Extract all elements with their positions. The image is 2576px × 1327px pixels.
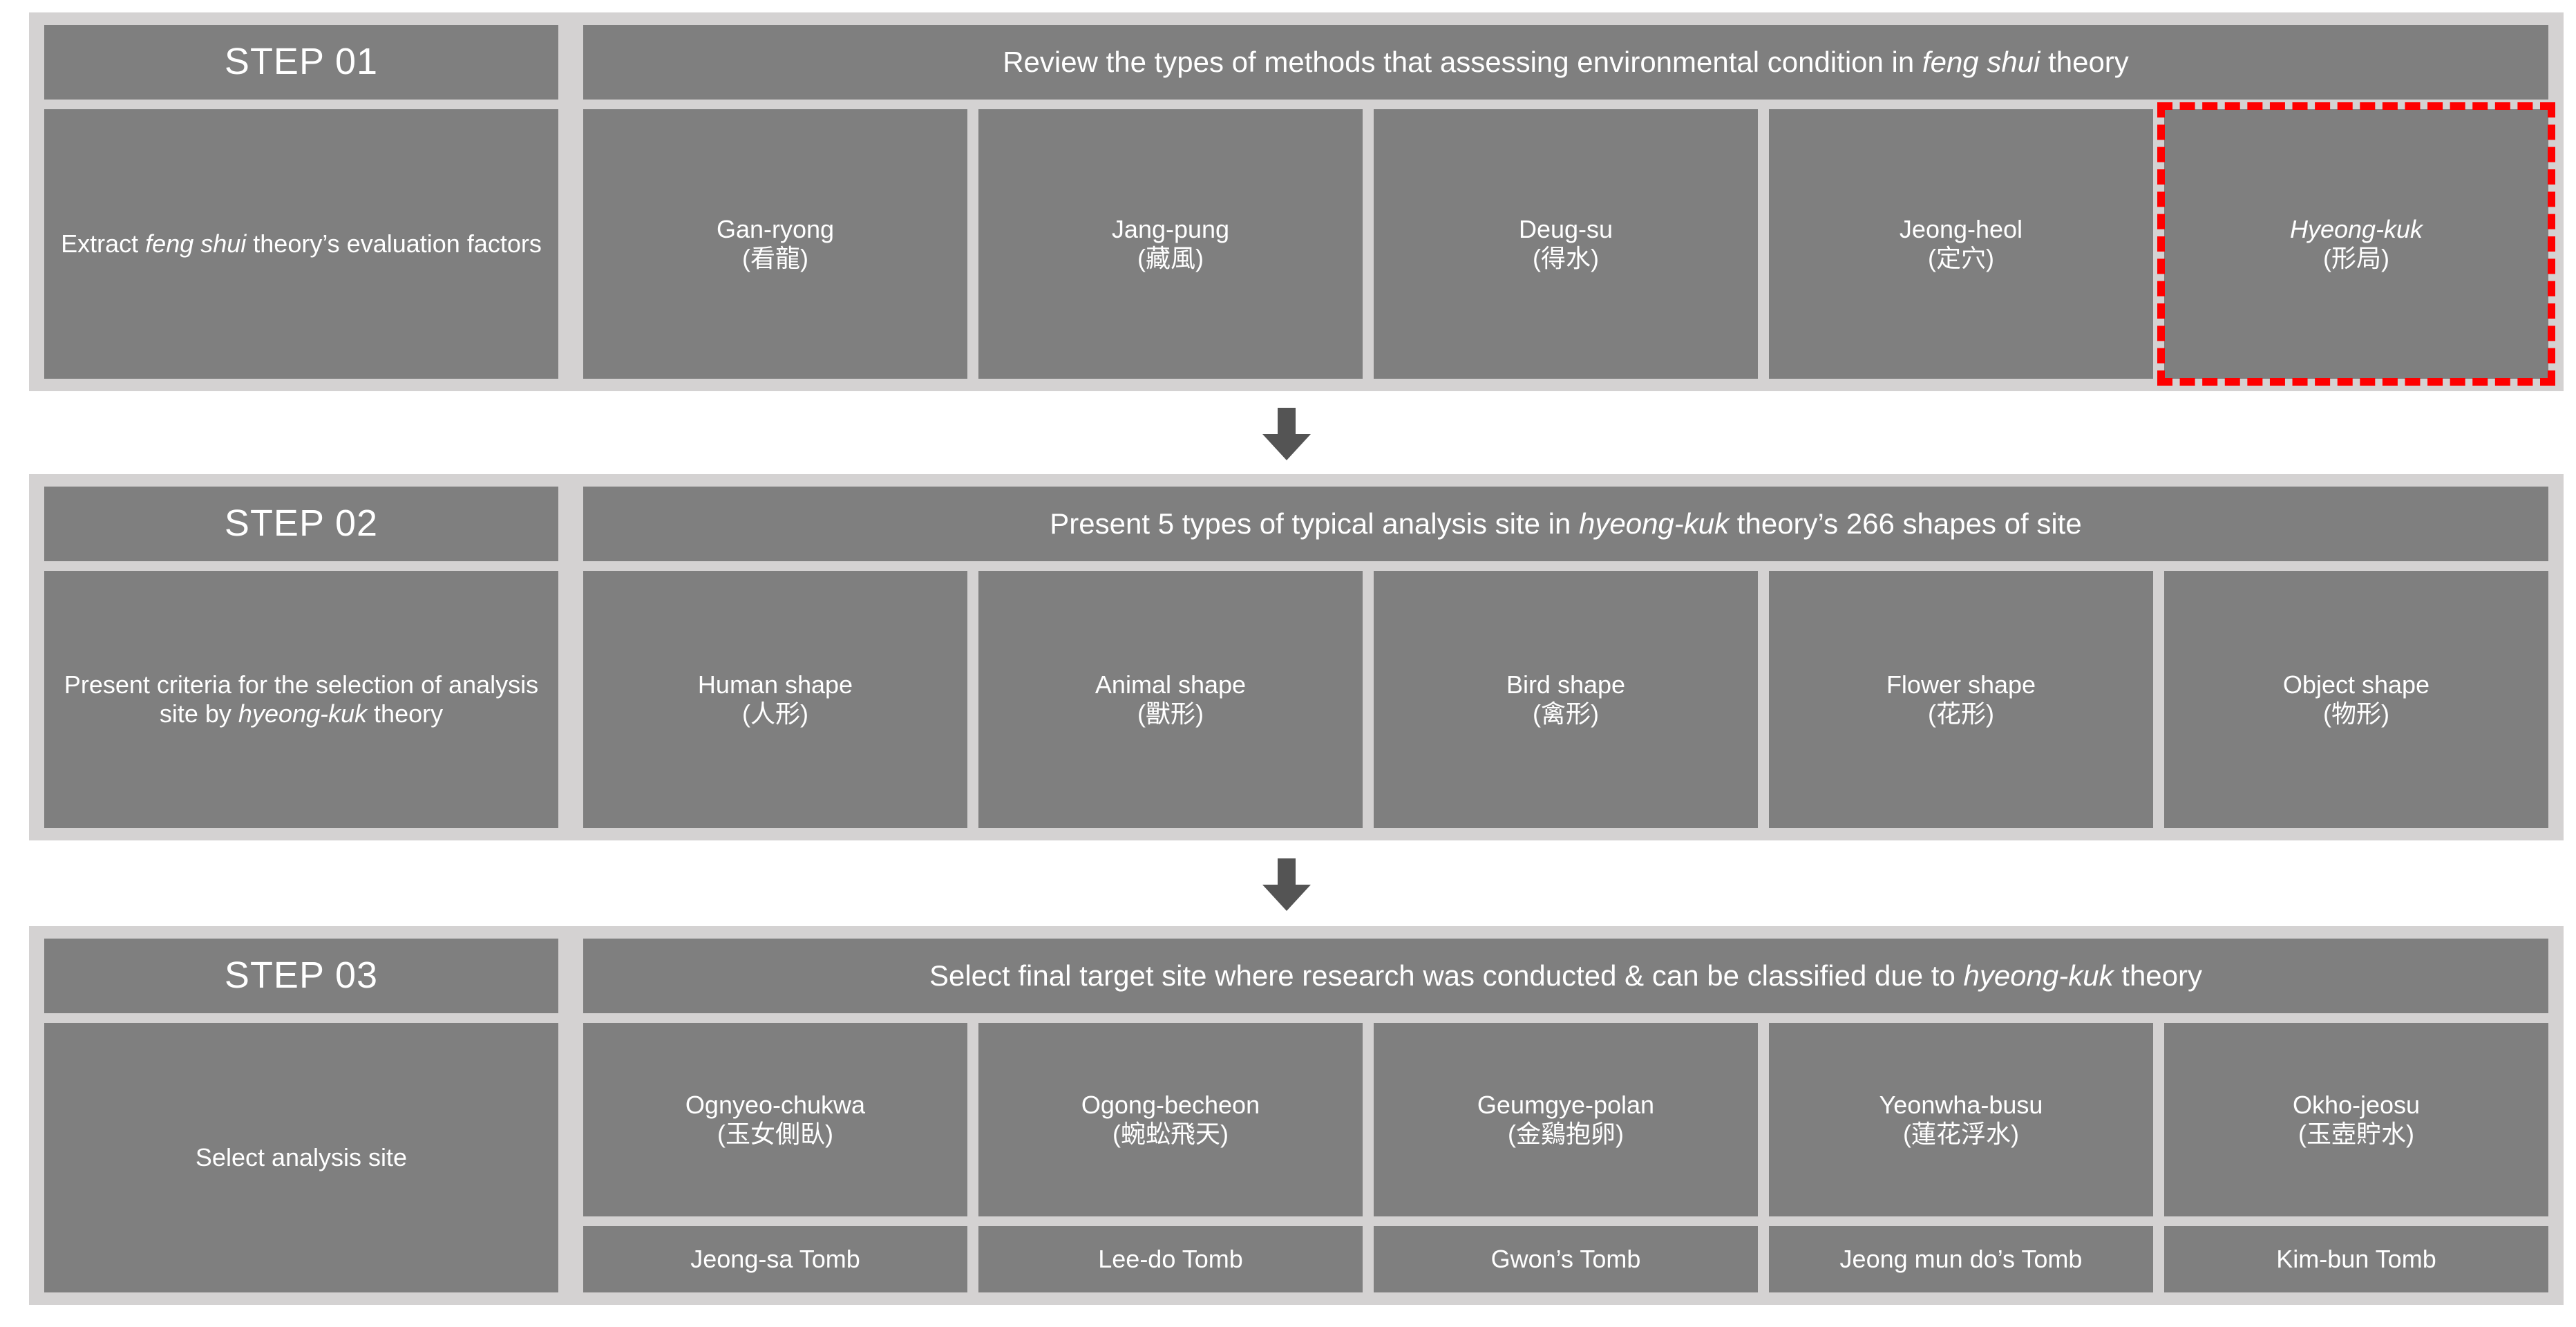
- item-hanja: (定穴): [1928, 244, 1994, 272]
- item-hanja: (獸形): [1137, 699, 1204, 728]
- step-03-tomb-jeong-mun-do[interactable]: Jeong mun do’s Tomb: [1769, 1226, 2153, 1292]
- arrow-down-icon-step2-to-step3: [1260, 858, 1314, 911]
- item-hanja: (人形): [742, 699, 808, 728]
- item-hanja: (形局): [2323, 244, 2389, 272]
- item-name: Animal shape: [1095, 670, 1247, 699]
- item-hanja: (金鷄抱卵): [1508, 1120, 1624, 1148]
- step-03-site-geumgye-polan[interactable]: Geumgye-polan (金鷄抱卵): [1374, 1023, 1758, 1216]
- item-name: Flower shape: [1886, 670, 2036, 699]
- step-03-tomb-kim-bun[interactable]: Kim-bun Tomb: [2164, 1226, 2548, 1292]
- step-01-item-hyeong-kuk-highlighted[interactable]: Hyeong-kuk (形局): [2157, 102, 2555, 386]
- step-03-tomb-jeong-sa[interactable]: Jeong-sa Tomb: [583, 1226, 967, 1292]
- step-03-site-ognyeo-chukwa[interactable]: Ognyeo-chukwa (玉女側臥): [583, 1023, 967, 1216]
- step-panel-01: STEP 01 Extract feng shui theory’s evalu…: [29, 12, 2564, 391]
- item-name: Bird shape: [1506, 670, 1626, 699]
- step-02-description: Present 5 types of typical analysis site…: [583, 487, 2548, 561]
- step-02-item-animal-shape[interactable]: Animal shape (獸形): [978, 571, 1363, 828]
- item-name: Object shape: [2282, 670, 2430, 699]
- item-name: Hyeong-kuk: [2289, 214, 2423, 243]
- arrow-down-icon-step1-to-step2: [1260, 408, 1314, 460]
- step-02-left-body-post: theory: [367, 699, 444, 728]
- step-03-site-okho-jeosu[interactable]: Okho-jeosu (玉壺貯水): [2164, 1023, 2548, 1216]
- step-01-description-emphasis: feng shui: [1922, 46, 2040, 79]
- step-02-left-body-pre: Present criteria for the selection of an…: [64, 670, 539, 728]
- step-02-right-column: Present 5 types of typical analysis site…: [583, 487, 2548, 828]
- step-02-description-emphasis: hyeong-kuk: [1579, 507, 1730, 540]
- step-01-left-body: Extract feng shui theory’s evaluation fa…: [44, 109, 558, 379]
- step-01-label: STEP 01: [44, 25, 558, 100]
- step-02-left-column: STEP 02 Present criteria for the selecti…: [44, 487, 558, 828]
- item-name: Human shape: [697, 670, 853, 699]
- step-02-item-row: Human shape (人形) Animal shape (獸形) Bird …: [583, 571, 2548, 828]
- step-03-column-ogong-becheon: Ogong-becheon (蜿蚣飛天) Lee-do Tomb: [978, 1023, 1363, 1292]
- step-03-site-ogong-becheon[interactable]: Ogong-becheon (蜿蚣飛天): [978, 1023, 1363, 1216]
- step-03-column-okho-jeosu: Okho-jeosu (玉壺貯水) Kim-bun Tomb: [2164, 1023, 2548, 1292]
- step-03-column-yeonwha-busu: Yeonwha-busu (蓮花浮水) Jeong mun do’s Tomb: [1769, 1023, 2153, 1292]
- panel-grid: STEP 03 Select analysis site Select fina…: [44, 939, 2548, 1292]
- step-02-item-object-shape[interactable]: Object shape (物形): [2164, 571, 2548, 828]
- step-03-tomb-gwon[interactable]: Gwon’s Tomb: [1374, 1226, 1758, 1292]
- step-02-label: STEP 02: [44, 487, 558, 561]
- step-03-site-yeonwha-busu[interactable]: Yeonwha-busu (蓮花浮水): [1769, 1023, 2153, 1216]
- step-03-left-body: Select analysis site: [44, 1023, 558, 1292]
- step-01-description-pre: Review the types of methods that assessi…: [1003, 46, 1922, 79]
- item-name: Gan-ryong: [716, 214, 835, 243]
- item-name: Ognyeo-chukwa: [685, 1090, 866, 1119]
- item-name: Yeonwha-busu: [1879, 1090, 2043, 1119]
- step-02-item-bird-shape[interactable]: Bird shape (禽形): [1374, 571, 1758, 828]
- item-name: Geumgye-polan: [1477, 1090, 1655, 1119]
- step-01-description-post: theory: [2040, 46, 2129, 79]
- step-01-description: Review the types of methods that assessi…: [583, 25, 2548, 100]
- step-03-left-body-pre: Select analysis site: [195, 1142, 408, 1171]
- step-02-left-body: Present criteria for the selection of an…: [44, 571, 558, 828]
- item-hanja: (藏風): [1137, 244, 1204, 272]
- step-03-description-pre: Select final target site where research …: [929, 959, 1964, 992]
- panel-grid: STEP 02 Present criteria for the selecti…: [44, 487, 2548, 828]
- step-01-left-body-post: theory’s evaluation factors: [246, 229, 542, 258]
- step-01-left-body-pre: Extract: [61, 229, 146, 258]
- step-03-description-emphasis: hyeong-kuk: [1963, 959, 2114, 992]
- step-01-item-gan-ryong[interactable]: Gan-ryong (看龍): [583, 109, 967, 379]
- step-03-description: Select final target site where research …: [583, 939, 2548, 1013]
- step-03-tomb-lee-do[interactable]: Lee-do Tomb: [978, 1226, 1363, 1292]
- step-03-description-post: theory: [2113, 959, 2203, 992]
- step-03-column-geumgye-polan: Geumgye-polan (金鷄抱卵) Gwon’s Tomb: [1374, 1023, 1758, 1292]
- step-01-item-jang-pung[interactable]: Jang-pung (藏風): [978, 109, 1363, 379]
- item-hanja: (物形): [2323, 699, 2389, 728]
- step-01-right-column: Review the types of methods that assessi…: [583, 25, 2555, 386]
- step-01-left-column: STEP 01 Extract feng shui theory’s evalu…: [44, 25, 558, 379]
- step-03-column-ognyeo-chukwa: Ognyeo-chukwa (玉女側臥) Jeong-sa Tomb: [583, 1023, 967, 1292]
- step-01-item-jeong-heol[interactable]: Jeong-heol (定穴): [1769, 109, 2153, 379]
- step-panel-02: STEP 02 Present criteria for the selecti…: [29, 474, 2564, 840]
- item-hanja: (玉壺貯水): [2298, 1120, 2414, 1148]
- item-name: Jang-pung: [1111, 214, 1230, 243]
- item-hanja: (花形): [1928, 699, 1994, 728]
- step-02-item-flower-shape[interactable]: Flower shape (花形): [1769, 571, 2153, 828]
- item-hanja: (玉女側臥): [717, 1120, 833, 1148]
- step-01-item-deug-su[interactable]: Deug-su (得水): [1374, 109, 1758, 379]
- item-name: Ogong-becheon: [1081, 1090, 1260, 1119]
- item-name: Jeong-heol: [1899, 214, 2023, 243]
- step-02-item-human-shape[interactable]: Human shape (人形): [583, 571, 967, 828]
- item-hanja: (禽形): [1533, 699, 1599, 728]
- item-name: Okho-jeosu: [2292, 1090, 2421, 1119]
- item-hanja: (看龍): [742, 244, 808, 272]
- item-hanja: (蜿蚣飛天): [1112, 1120, 1229, 1148]
- item-name: Deug-su: [1518, 214, 1613, 243]
- panel-grid: STEP 01 Extract feng shui theory’s evalu…: [44, 25, 2555, 386]
- step-01-item-row: Gan-ryong (看龍) Jang-pung (藏風) Deug-su: [583, 102, 2555, 386]
- step-03-label: STEP 03: [44, 939, 558, 1013]
- step-panel-03: STEP 03 Select analysis site Select fina…: [29, 926, 2564, 1305]
- item-hanja: (得水): [1533, 244, 1599, 272]
- step-02-description-pre: Present 5 types of typical analysis site…: [1050, 507, 1579, 540]
- step-01-left-body-emphasis: feng shui: [145, 229, 247, 258]
- step-02-left-body-emphasis: hyeong-kuk: [238, 699, 368, 728]
- step-02-description-post: theory’s 266 shapes of site: [1729, 507, 2082, 540]
- step-03-right-column: Select final target site where research …: [583, 939, 2548, 1292]
- item-hanja: (蓮花浮水): [1903, 1120, 2019, 1148]
- step-03-item-row: Ognyeo-chukwa (玉女側臥) Jeong-sa Tomb Ogong…: [583, 1023, 2548, 1292]
- step-03-left-column: STEP 03 Select analysis site: [44, 939, 558, 1292]
